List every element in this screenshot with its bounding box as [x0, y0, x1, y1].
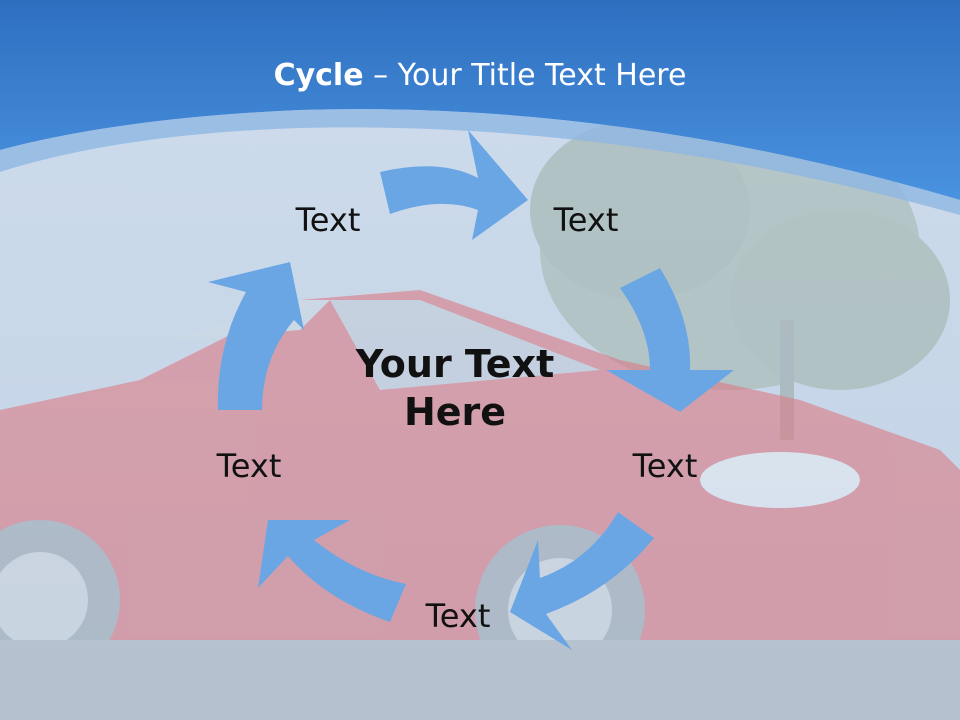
- cycle-node-left: Text: [216, 447, 282, 485]
- slide-title: Cycle – Your Title Text Here: [0, 58, 960, 93]
- title-rest: – Your Title Text Here: [363, 58, 687, 93]
- header-swoosh: [0, 109, 960, 215]
- arrow-top-icon: [380, 130, 528, 240]
- header-band: [0, 0, 960, 200]
- cycle-node-right: Text: [632, 447, 698, 485]
- arrow-right-icon: [606, 268, 734, 412]
- center-line-1: Your Text: [355, 342, 555, 386]
- cycle-node-top-right: Text: [553, 201, 619, 239]
- arrow-left-icon: [208, 262, 304, 410]
- cycle-node-bottom: Text: [425, 597, 491, 635]
- arrow-lower-right-icon: [510, 512, 654, 650]
- center-line-2: Here: [403, 390, 507, 434]
- center-text: Your Text Here: [330, 340, 580, 436]
- cycle-node-top-left: Text: [295, 201, 361, 239]
- arrow-lower-left-icon: [258, 520, 406, 622]
- title-bold: Cycle: [273, 58, 364, 93]
